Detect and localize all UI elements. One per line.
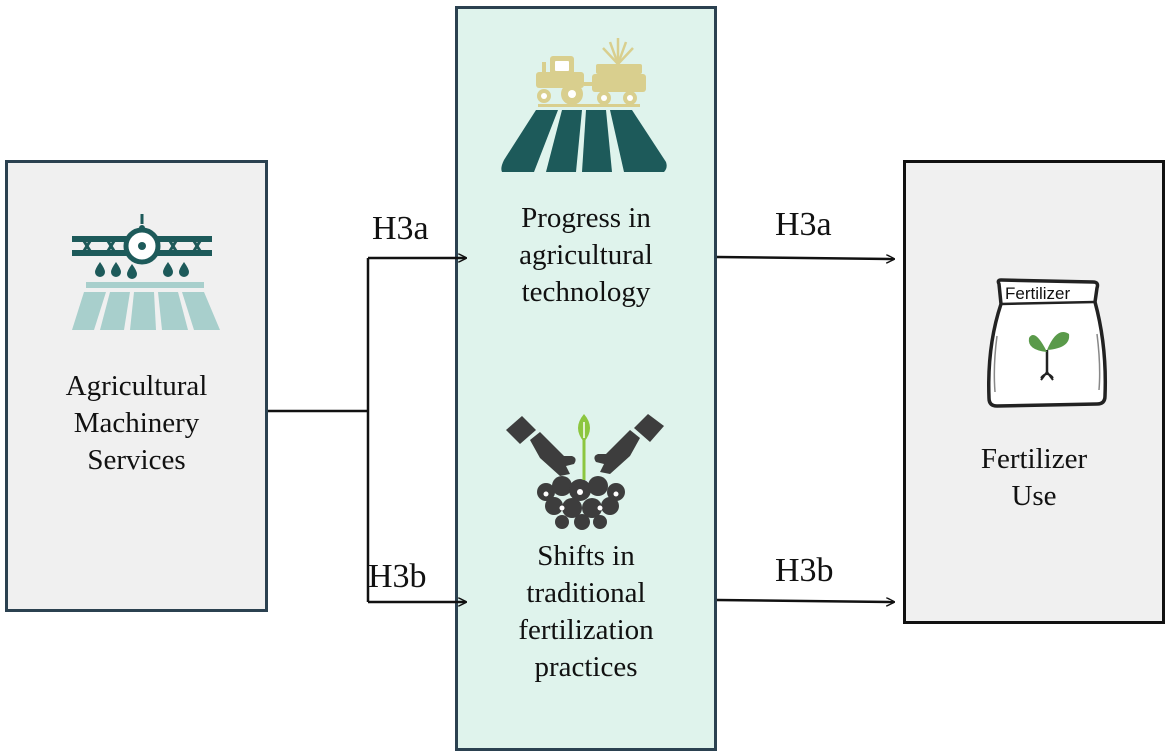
bag-label-text: Fertilizer — [1005, 284, 1071, 303]
fertilizer-bag-icon: Fertilizer — [987, 278, 1108, 408]
arrow-tech-to-fertilizer — [716, 257, 894, 259]
target-node-label: Fertilizer Use — [980, 443, 1088, 512]
mediator-b-label: Shifts in traditional fertilization prac… — [518, 540, 654, 683]
source-node-label: Agricultural Machinery Services — [65, 370, 208, 476]
arrow-practices-to-fertilizer — [716, 600, 894, 602]
mediator-a-label: Progress in agricultural technology — [519, 202, 653, 308]
edge-label-h3a-right: H3a — [775, 206, 832, 243]
edge-label-h3b-right: H3b — [775, 552, 834, 589]
hands-sprout-icon — [506, 414, 664, 530]
crop-duster-plane-icon — [72, 214, 220, 330]
edge-label-h3b-left: H3b — [368, 558, 427, 595]
tractor-field-icon — [501, 38, 667, 172]
edge-label-h3a-left: H3a — [372, 210, 429, 247]
